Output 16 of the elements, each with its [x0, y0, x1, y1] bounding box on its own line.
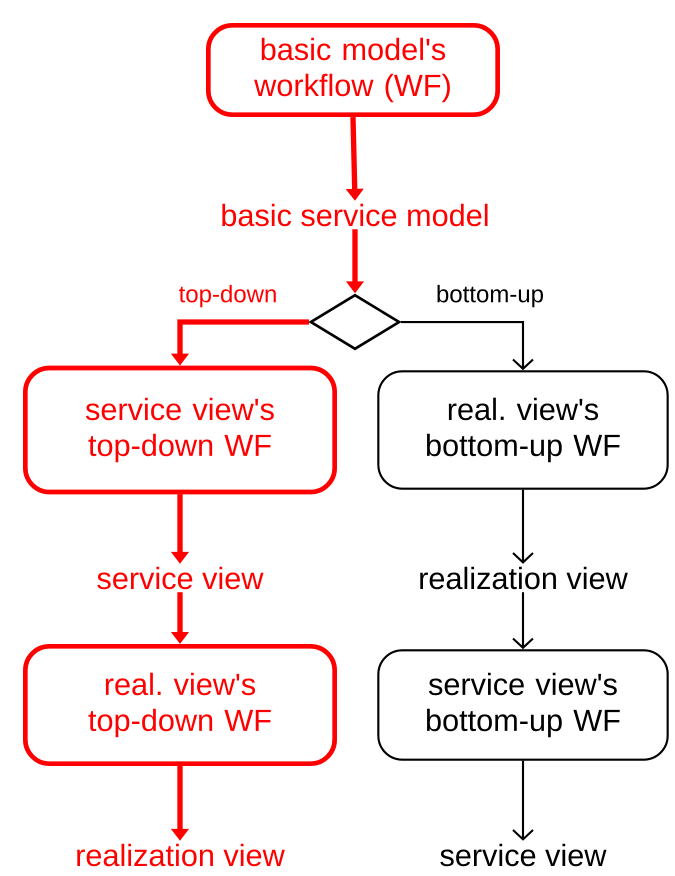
view-label: service view	[97, 566, 264, 590]
arrow	[401, 320, 534, 370]
arrow	[512, 760, 534, 841]
view-label: realization view	[77, 844, 285, 866]
view-label: realization view	[420, 566, 628, 590]
arrow	[512, 592, 534, 650]
edge-label: top-down	[177, 284, 279, 309]
view-label: service view	[440, 844, 607, 866]
workflow-box: service view's top-down WF	[23, 366, 337, 494]
workflow-box: real. view's bottom-up WF	[377, 370, 669, 490]
edge-label: bottom-up	[434, 284, 546, 309]
arrow	[512, 490, 534, 564]
workflow-box: basic model's workflow (WF)	[206, 23, 500, 118]
workflow-box: real. view's top-down WF	[23, 644, 337, 766]
view-label: basic service model	[222, 204, 488, 226]
workflow-box: service view's bottom-up WF	[377, 649, 669, 761]
